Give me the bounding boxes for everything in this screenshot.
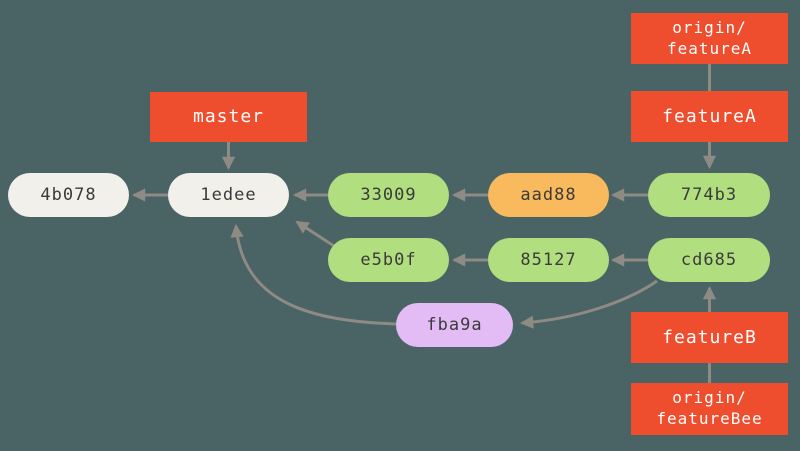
commit-85127: 85127	[488, 238, 609, 282]
edge-cd685-fba9a	[520, 279, 658, 329]
branch-label-featureB: featureB	[631, 312, 788, 363]
commit-1edee: 1edee	[168, 173, 289, 217]
branch-label-origin-featureA: origin/ featureA	[631, 13, 788, 64]
commit-aad88: aad88	[488, 173, 609, 217]
branch-label-origin-featureBee: origin/ featureBee	[631, 383, 788, 435]
branch-label-line: featureBee	[656, 409, 763, 428]
branch-label-line: origin/	[672, 17, 747, 37]
branch-label-text: master	[192, 106, 265, 128]
commit-4b078: 4b078	[8, 173, 129, 217]
commit-e5b0f: e5b0f	[328, 238, 449, 282]
commit-fba9a: fba9a	[396, 303, 513, 347]
commit-33009: 33009	[328, 173, 449, 217]
branch-label-line: featureA	[666, 38, 753, 58]
branch-label-text: featureA	[662, 105, 757, 127]
commit-774b3: 774b3	[648, 173, 770, 217]
branch-label-featureA: featureA	[631, 91, 788, 142]
branch-label-master: master	[150, 92, 307, 142]
branch-label-text: featureB	[662, 326, 757, 348]
edge-fba9a-1edee	[230, 224, 397, 326]
commit-cd685: cd685	[648, 238, 770, 282]
edge-e5b0f-1edee	[295, 220, 335, 248]
branch-label-line: origin/	[672, 388, 747, 408]
